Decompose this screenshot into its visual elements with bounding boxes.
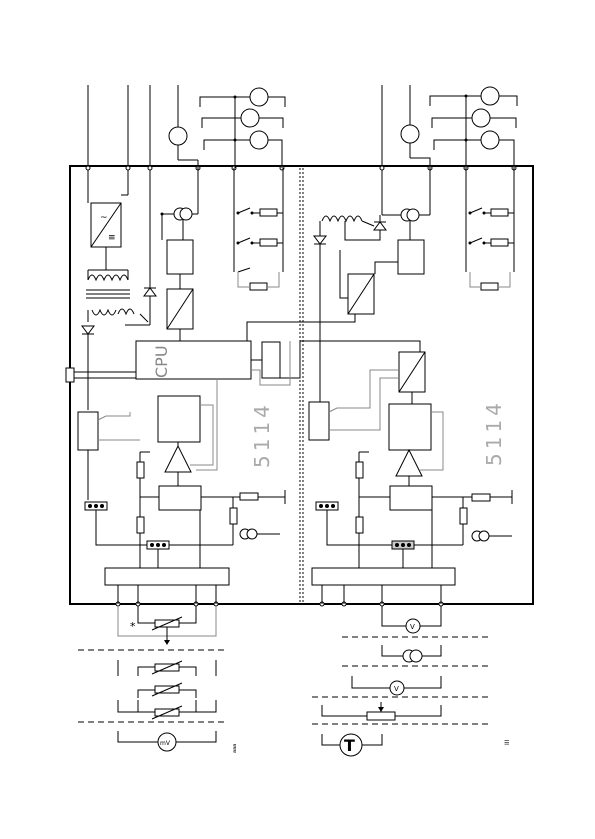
left-rtd-3wire: [118, 660, 216, 676]
right-terminal-block-1: [316, 502, 338, 510]
display-block: [262, 342, 280, 378]
star-note: *: [130, 620, 136, 633]
right-bottom-terminals: [320, 585, 443, 606]
svg-text:T: T: [344, 736, 355, 755]
left-power-converter: ~ ≡: [88, 170, 128, 270]
left-relay-contacts: [234, 168, 283, 290]
right-voltage-source-2: V: [352, 676, 441, 695]
right-isolator: [348, 274, 374, 314]
left-measure-block: [167, 240, 193, 274]
left-adc-block: [158, 396, 200, 442]
cpu-label: CPU: [152, 345, 171, 378]
right-measure-block: [398, 240, 424, 274]
right-relay-contacts: [466, 168, 514, 290]
right-transmitter: T: [322, 734, 382, 756]
left-transformer: [86, 270, 148, 322]
right-terminal-block-2: [392, 541, 414, 549]
right-amplifier: [396, 450, 422, 476]
left-input-block: [78, 412, 98, 450]
left-terminal-block-2: [147, 541, 169, 549]
svg-text:mV: mV: [160, 740, 171, 747]
svg-text:V: V: [394, 685, 399, 693]
right-current-transducer: [382, 168, 430, 240]
right-input-block: [309, 402, 329, 440]
right-voltage-source-1: V: [382, 606, 441, 633]
left-output-sources: [169, 88, 285, 168]
left-mux-block: [159, 486, 201, 510]
module-enclosure: [70, 166, 533, 604]
right-diode: [314, 221, 326, 410]
left-supply-lines: [88, 85, 178, 170]
left-rtd-4wire: [118, 700, 216, 719]
left-isolator: [167, 274, 193, 341]
svg-text:~: ~: [100, 213, 108, 223]
right-mux-block: [390, 486, 432, 510]
left-terminal-block-1: [85, 502, 107, 510]
left-amplifier: [165, 446, 191, 472]
svg-text:V: V: [410, 623, 415, 631]
right-current-source: [382, 645, 441, 662]
right-adc-block: [389, 404, 431, 450]
left-bottom-terminals: [116, 585, 218, 606]
right-footnote: III: [504, 739, 511, 745]
left-diode-2: [125, 170, 156, 325]
left-model-label: 5114: [250, 401, 274, 468]
right-output-sources: [401, 87, 517, 168]
left-rtd-2wire: [118, 683, 216, 706]
right-potentiometer: [322, 702, 441, 720]
left-footnote: ааа: [232, 744, 238, 753]
left-programming-connector: [66, 368, 74, 382]
right-terminal-strip: [312, 568, 455, 585]
left-mv-source: mV: [118, 731, 216, 751]
left-diode-1: [82, 326, 94, 410]
right-model-label: 5114: [482, 399, 506, 466]
right-coil: [322, 215, 386, 240]
left-current-transducer: [161, 168, 199, 240]
svg-text:≡: ≡: [108, 233, 116, 243]
left-terminal-strip: [105, 568, 229, 585]
